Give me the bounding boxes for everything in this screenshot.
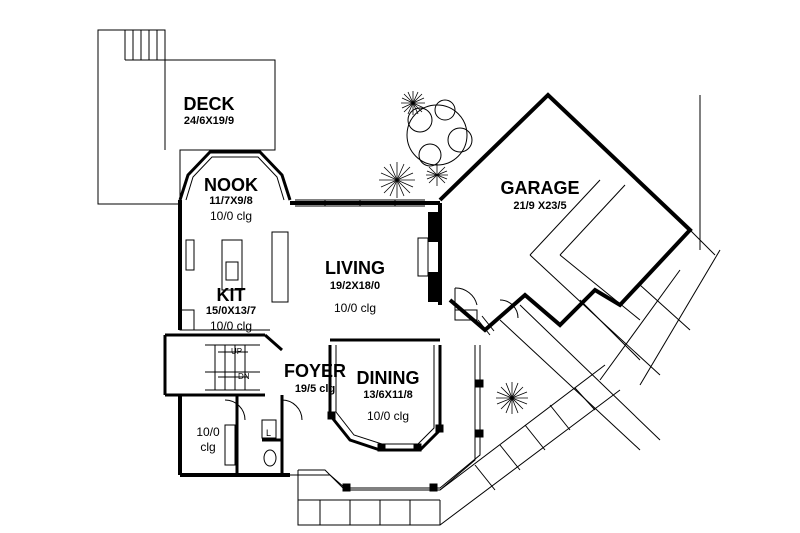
living-ceiling: 10/0 clg bbox=[333, 301, 377, 315]
stairs-up-label: UP bbox=[231, 347, 243, 356]
garage-dims: 21/9 X23/5 bbox=[513, 200, 567, 212]
kitchen-counters bbox=[179, 231, 289, 331]
nook-name: NOOK bbox=[204, 175, 258, 195]
nook-ceiling: 10/0 clg bbox=[209, 209, 253, 223]
garage-outline bbox=[438, 92, 721, 451]
foyer-name: FOYER bbox=[283, 361, 346, 381]
dining-ceiling: 10/0 clg bbox=[366, 409, 410, 423]
deck-dims: 24/6X19/9 bbox=[183, 115, 235, 127]
fireplace-piers bbox=[428, 212, 440, 302]
nook-dims: 11/7X9/8 bbox=[209, 195, 253, 207]
den-ceiling-1: 10/0 bbox=[196, 425, 220, 439]
bath-fixtures bbox=[224, 399, 303, 467]
kit-dims: 15/0X13/7 bbox=[205, 305, 257, 317]
deck-outline bbox=[97, 29, 276, 205]
kit-name: KIT bbox=[216, 285, 246, 305]
interior-walls bbox=[163, 333, 440, 475]
stairs bbox=[205, 344, 260, 391]
nook-bay bbox=[178, 150, 292, 201]
dining-dims: 13/6X11/8 bbox=[363, 389, 413, 401]
stairs-down-label: DN bbox=[238, 372, 250, 381]
kit-ceiling: 10/0 clg bbox=[209, 319, 253, 333]
living-windows bbox=[295, 199, 425, 207]
foyer-dims: 19/5 clg bbox=[294, 383, 336, 395]
laundry-label: L bbox=[266, 428, 272, 438]
dining-bay bbox=[327, 345, 444, 452]
shrub-stars bbox=[379, 91, 528, 414]
garage-name: GARAGE bbox=[500, 178, 580, 198]
living-name: LIVING bbox=[324, 258, 385, 278]
den-ceiling-2: clg bbox=[200, 440, 216, 454]
deck-name: DECK bbox=[183, 94, 235, 114]
living-dims: 19/2X18/0 bbox=[329, 280, 381, 292]
landscape-trees bbox=[406, 99, 473, 167]
front-porch bbox=[282, 345, 621, 526]
dining-name: DINING bbox=[356, 368, 420, 388]
